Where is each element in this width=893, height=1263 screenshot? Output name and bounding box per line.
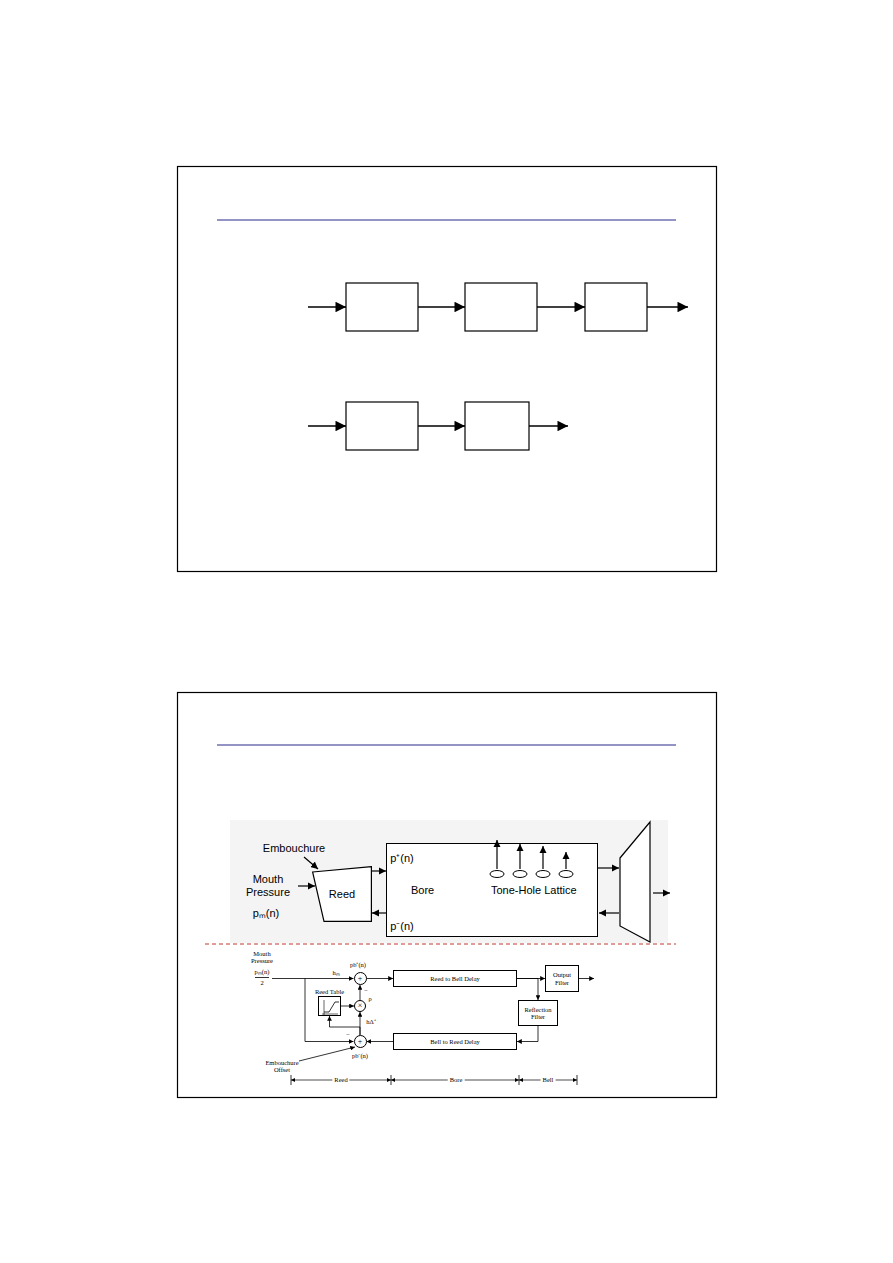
tone-hole — [536, 871, 550, 878]
signal-connector — [360, 985, 361, 1000]
bell-bore-arrow — [599, 912, 619, 913]
signal-connector — [517, 979, 538, 1001]
bore-block: Bore Tone-Hole Lattice — [386, 843, 598, 937]
signal-name: ρ — [368, 995, 371, 1002]
filter-box: Output Filter — [545, 965, 579, 992]
signal-name: hₘ — [332, 969, 339, 976]
output-arrow — [577, 978, 594, 979]
reed-table-box: Reed Table — [318, 996, 341, 1016]
signal-name: 2 — [260, 979, 263, 986]
input-label: Mouth Pressure — [247, 950, 277, 965]
empty-block — [346, 402, 418, 450]
signal-connector — [372, 870, 386, 871]
title-rule — [217, 744, 676, 745]
signal-connector — [367, 1041, 394, 1042]
bell-shape — [620, 822, 650, 942]
sum-junction: + — [354, 972, 367, 985]
table-heading: Reed Table — [315, 988, 344, 995]
node-text: × — [358, 1002, 363, 1010]
sum-junction: + — [354, 1035, 367, 1048]
divider — [205, 944, 676, 945]
empty-block — [465, 283, 537, 331]
signal-name: pb⁻(n) — [352, 1052, 368, 1059]
flow-arrow — [418, 306, 465, 308]
reed-block: Reed — [312, 866, 372, 922]
tone-hole — [490, 871, 504, 878]
offset-arrow — [299, 1047, 355, 1061]
signal-connector — [330, 1016, 361, 1035]
node-text: Bell to Reed Delay — [430, 1038, 480, 1045]
empty-block — [585, 283, 647, 331]
reed-table-graph — [319, 997, 340, 1015]
signal-connector — [372, 912, 386, 913]
section-label: Bell — [541, 1076, 556, 1083]
section-label: Bore — [448, 1076, 465, 1083]
radiation-arrow — [519, 844, 520, 869]
node-text: + — [358, 1038, 363, 1046]
node-text: Tone-Hole Lattice — [491, 884, 577, 897]
tone-hole — [513, 871, 527, 878]
signal-name: p⁺(n) — [390, 852, 414, 865]
bore-fill — [386, 843, 598, 937]
sign-mark: − — [364, 987, 368, 994]
empty-block — [346, 283, 418, 331]
slide-frame — [178, 693, 717, 1098]
input-label: Mouth Pressure — [242, 873, 294, 898]
signal-name: pₘ(n) — [253, 907, 280, 920]
node-text: + — [358, 975, 363, 983]
flow-arrow — [529, 425, 568, 427]
fraction-bar — [255, 977, 269, 978]
signal-name: hΔ⁺ — [366, 1018, 375, 1025]
graph-axes — [322, 1000, 338, 1015]
bracket-ticks — [291, 1075, 577, 1085]
filter-box: Reflection Filter — [518, 1000, 558, 1026]
signal-connector — [367, 978, 394, 979]
graph-curve — [324, 1002, 339, 1012]
embouchure-arrow — [304, 857, 318, 869]
flow-arrow — [647, 306, 688, 308]
node-text: Reed — [329, 888, 355, 901]
delay-line-box: Bell to Reed Delay — [393, 1033, 517, 1050]
input-branch-wire — [305, 979, 354, 1042]
flow-arrow — [308, 425, 346, 427]
mouth-pressure-arrow — [298, 885, 315, 886]
radiation-arrow — [565, 852, 566, 869]
input-label: Embouchure Offset — [264, 1059, 300, 1074]
bell-output-arrow — [653, 892, 670, 893]
title-rule — [217, 219, 676, 220]
node-text: Reed to Bell Delay — [430, 975, 480, 982]
flow-arrow — [537, 306, 585, 308]
signal-connector — [341, 1006, 354, 1007]
part-label: Embouchure — [263, 842, 325, 855]
empty-block — [465, 402, 529, 450]
flow-arrow — [418, 425, 465, 427]
signal-name: pₘ(n) — [255, 968, 270, 975]
flow-arrow — [308, 306, 346, 308]
signal-name: pb⁺(n) — [350, 961, 366, 968]
tone-hole — [559, 871, 573, 878]
node-text: Bore — [411, 884, 434, 897]
signal-connector — [517, 1026, 538, 1042]
slide-frame — [178, 167, 717, 572]
bore-bell-arrow — [598, 867, 619, 868]
radiation-arrow — [542, 846, 543, 869]
multiplier-junction: × — [354, 1000, 366, 1012]
illustration-ground — [230, 820, 668, 943]
input-wire — [272, 978, 354, 979]
radiation-arrow — [496, 840, 497, 869]
reed-shape — [313, 867, 372, 922]
node-text: Reflection Filter — [519, 1006, 557, 1021]
node-text: Output Filter — [546, 971, 578, 986]
section-label: Reed — [332, 1076, 349, 1083]
signal-name: p⁻(n) — [390, 920, 414, 933]
delay-line-box: Reed to Bell Delay — [393, 970, 517, 987]
sign-mark: − — [346, 1031, 350, 1038]
